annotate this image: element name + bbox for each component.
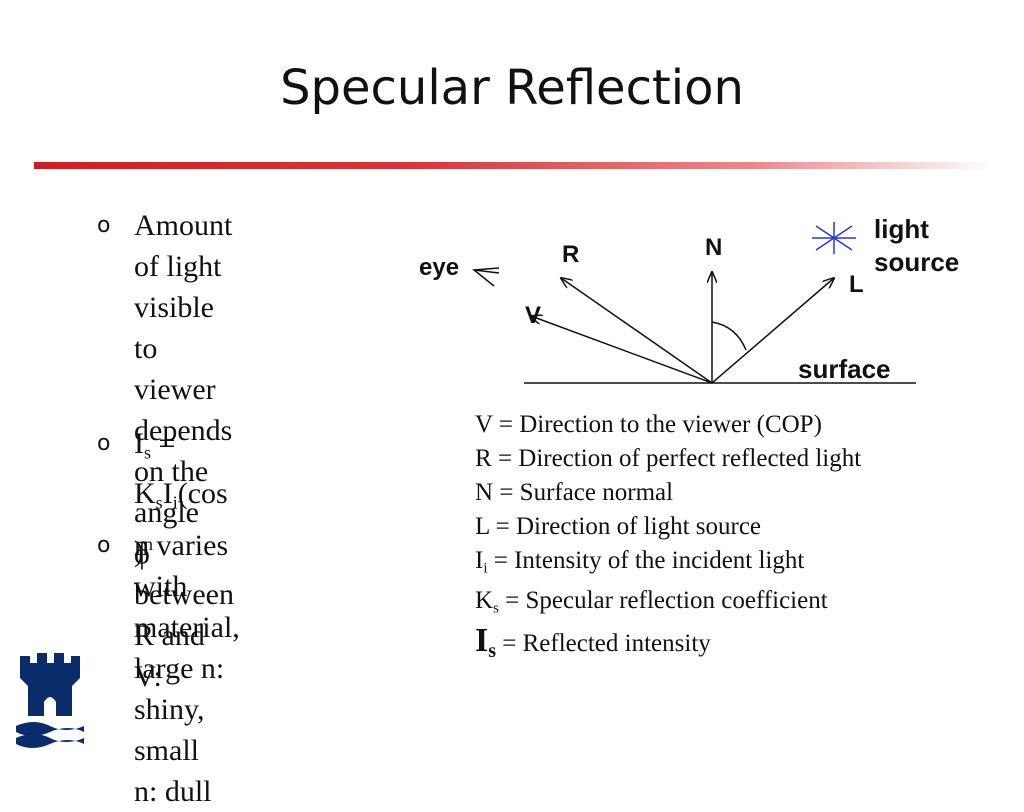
definition-row: Ii = Intensity of the incident light <box>475 547 805 577</box>
definition-row: R = Direction of perfect reflected light <box>475 445 862 472</box>
definition-row: N = Surface normal <box>475 479 674 506</box>
label-v: V <box>525 302 541 329</box>
incidence-angle-arc <box>711 321 747 351</box>
bullet-marker: o <box>97 213 111 238</box>
label-eye: eye <box>419 254 459 281</box>
definition-row: V = Direction to the viewer (COP) <box>475 411 822 438</box>
label-surface: surface <box>798 354 891 384</box>
bullet-marker: o <box>97 533 111 558</box>
reflected-vector-r <box>561 278 713 384</box>
definitions-list: V = Direction to the viewer (COP) R = Di… <box>475 408 861 664</box>
slide-title: Specular Reflection <box>280 60 744 116</box>
label-light: light <box>874 214 929 244</box>
label-n: N <box>705 234 722 261</box>
bullet-marker: o <box>97 431 111 456</box>
viewer-vector-v <box>531 316 713 384</box>
definition-row: L = Direction of light source <box>475 513 762 540</box>
eye-icon <box>472 267 500 287</box>
title-divider <box>34 162 994 169</box>
bullet-text: n varies with material, large n: shiny, … <box>134 529 240 808</box>
definition-row: Ks = Specular reflection coefficient <box>475 587 828 617</box>
university-tower-logo-icon <box>16 653 84 748</box>
light-vector-l <box>711 278 834 384</box>
reflection-diagram: eye R N V L light source surface <box>419 214 959 384</box>
formula: Is = KsIi(cos )n <box>134 427 228 568</box>
bullet-text: Amount of light visible to viewer depend… <box>134 209 234 693</box>
label-source: source <box>874 247 959 277</box>
label-r: R <box>562 241 579 268</box>
light-burst-icon <box>812 222 856 254</box>
definition-row: Is = Reflected intensity <box>475 622 711 662</box>
slide: Specular Reflection o Amount of light vi… <box>16 60 994 808</box>
label-l: L <box>849 271 864 298</box>
